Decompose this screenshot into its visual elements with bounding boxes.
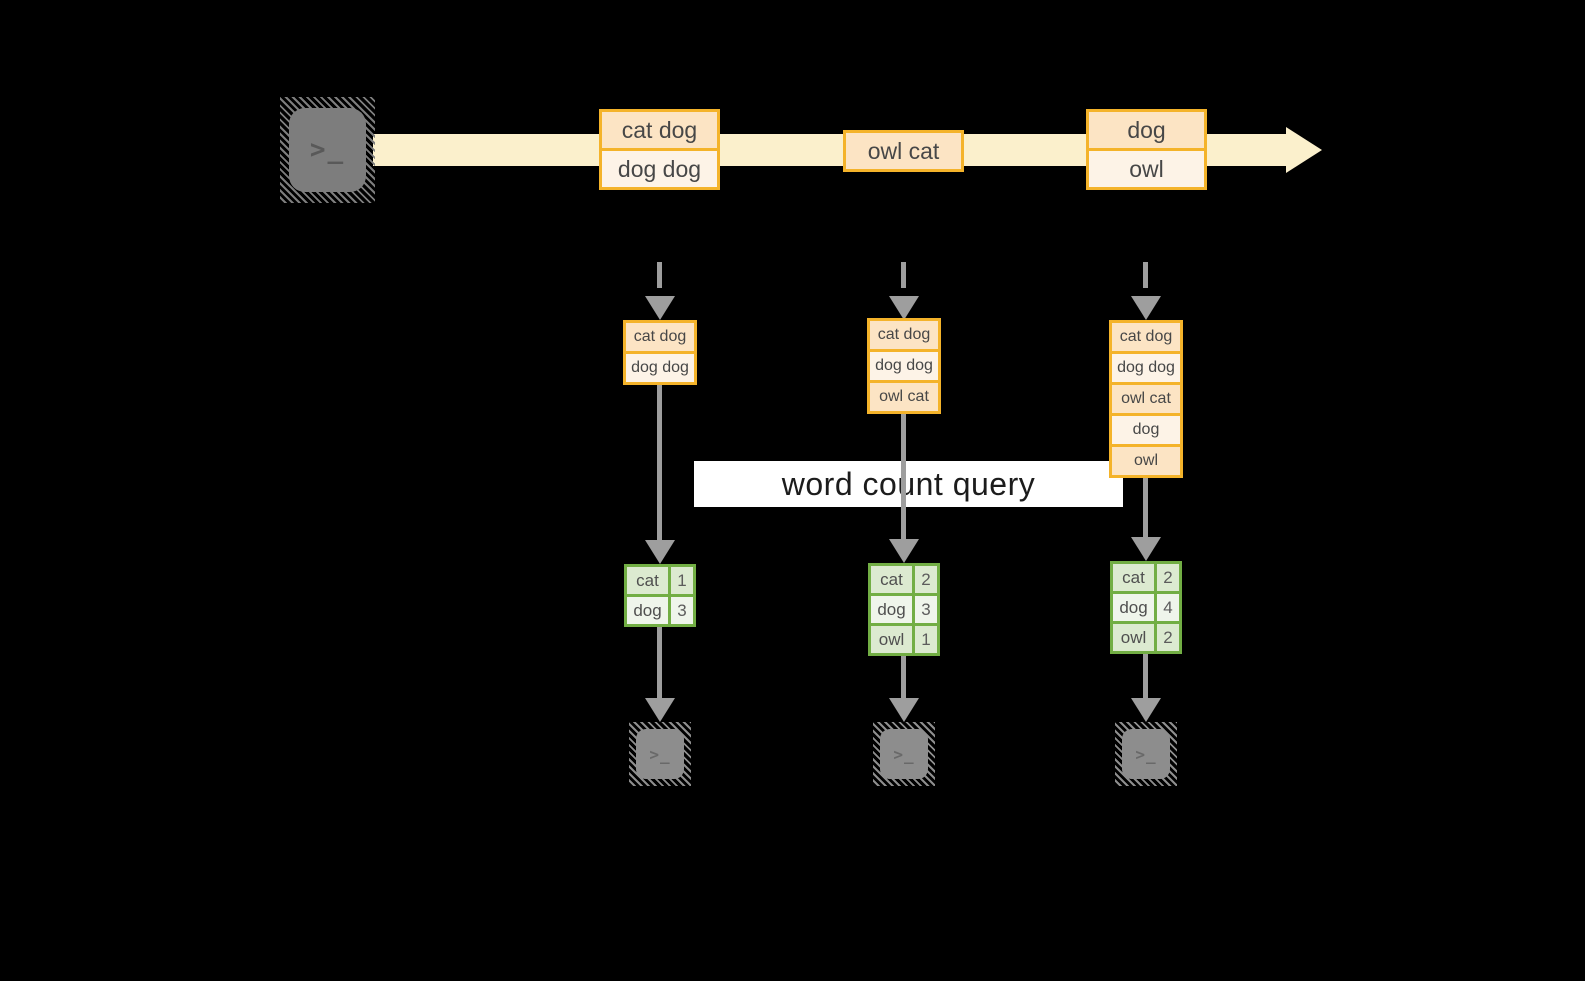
buffer-item: owl cat bbox=[870, 380, 938, 411]
count-word: cat bbox=[627, 567, 668, 594]
count-value: 3 bbox=[668, 594, 693, 624]
terminal-prompt-glyph: >_ bbox=[1135, 744, 1157, 764]
terminal-prompt-glyph: >_ bbox=[893, 744, 915, 764]
arrow-down-icon bbox=[889, 296, 919, 320]
count-value: 3 bbox=[912, 593, 937, 623]
count-word: dog bbox=[871, 593, 912, 623]
timeline-event-box: owl cat bbox=[843, 130, 964, 172]
count-value: 2 bbox=[1154, 564, 1179, 591]
word-count-query-banner: word count query bbox=[694, 461, 1123, 507]
buffer-item: dog dog bbox=[1112, 351, 1180, 382]
dashed-arrow-segment bbox=[1143, 262, 1148, 288]
buffer-item: dog bbox=[1112, 413, 1180, 444]
count-value: 4 bbox=[1154, 591, 1179, 621]
count-word: owl bbox=[871, 623, 912, 653]
count-value: 2 bbox=[912, 566, 937, 593]
count-word: dog bbox=[627, 594, 668, 624]
source-terminal-icon: >_ bbox=[280, 97, 375, 203]
arrow-right-icon bbox=[1286, 127, 1322, 173]
flow-arrow-down bbox=[1130, 478, 1161, 561]
buffer-item: cat dog bbox=[870, 321, 938, 349]
dashed-arrow-segment bbox=[901, 262, 906, 288]
buffer-item: owl cat bbox=[1112, 382, 1180, 413]
buffer-item: cat dog bbox=[1112, 323, 1180, 351]
timeline-event-line: dog dog bbox=[602, 148, 717, 187]
terminal-prompt-glyph: >_ bbox=[309, 135, 346, 165]
terminal-prompt-glyph: >_ bbox=[649, 744, 671, 764]
count-word: cat bbox=[871, 566, 912, 593]
count-value: 2 bbox=[1154, 621, 1179, 651]
flow-arrow-down bbox=[644, 627, 675, 722]
terminal-screen: >_ bbox=[1122, 729, 1170, 779]
terminal-screen: >_ bbox=[289, 108, 366, 192]
count-value: 1 bbox=[668, 567, 693, 594]
flow-arrow-down bbox=[1130, 654, 1161, 722]
timeline-event-line: owl cat bbox=[846, 133, 961, 169]
flow-arrow-down bbox=[644, 385, 675, 564]
timeline-event-line: owl bbox=[1089, 148, 1204, 187]
count-word: dog bbox=[1113, 591, 1154, 621]
buffer-item: cat dog bbox=[626, 323, 694, 351]
sink-terminal-icon: >_ bbox=[873, 722, 935, 786]
arrow-down-icon bbox=[645, 296, 675, 320]
arrow-down-icon bbox=[1131, 296, 1161, 320]
count-word: owl bbox=[1113, 621, 1154, 651]
count-word: cat bbox=[1113, 564, 1154, 591]
flow-arrow-down bbox=[888, 414, 919, 563]
count-value: 1 bbox=[912, 623, 937, 653]
sink-terminal-icon: >_ bbox=[629, 722, 691, 786]
buffer-item: owl bbox=[1112, 444, 1180, 475]
flow-arrow-down bbox=[888, 656, 919, 722]
buffer-item: dog dog bbox=[870, 349, 938, 380]
banner-label: word count query bbox=[781, 465, 1036, 502]
buffer-item: dog dog bbox=[626, 351, 694, 382]
terminal-screen: >_ bbox=[636, 729, 684, 779]
timeline-event-line: cat dog bbox=[602, 112, 717, 148]
timeline-event-line: dog bbox=[1089, 112, 1204, 148]
dashed-arrow-segment bbox=[657, 262, 662, 288]
sink-terminal-icon: >_ bbox=[1115, 722, 1177, 786]
terminal-screen: >_ bbox=[880, 729, 928, 779]
